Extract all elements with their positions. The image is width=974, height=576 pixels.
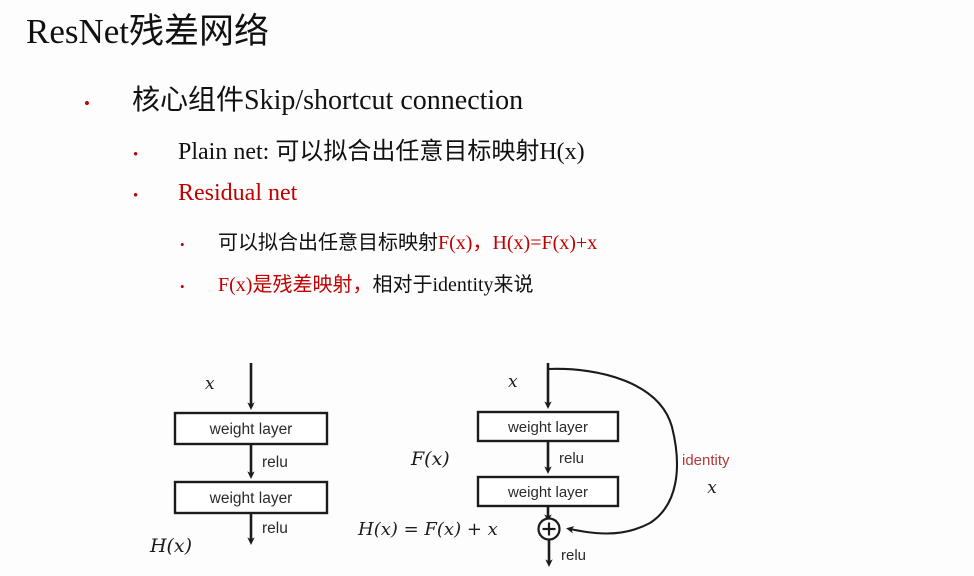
bullet-level3-mapping-segment-red: F(x)，H(x)=F(x)+x: [438, 232, 598, 254]
page-title: ResNet残差网络: [26, 12, 270, 51]
bullet-marker-icon: •: [180, 237, 185, 252]
bullet-level1-label: 核心组件Skip/shortcut connection: [132, 85, 524, 116]
residual-net-relu-1-label: relu: [559, 450, 584, 467]
identity-label: identity: [682, 452, 730, 469]
bullet-marker-icon: •: [84, 94, 90, 113]
identity-skip-connection-arrow: [547, 367, 678, 535]
bullet-marker-icon: •: [133, 147, 139, 163]
residual-net-sum-label: H(x) = F(x) + x: [357, 519, 498, 540]
bullet-level3-mapping-label: 可以拟合出任意目标映射F(x)，H(x)=F(x)+x: [218, 226, 597, 255]
plain-net-diagram: x weight layer relu weight layer relu H(…: [149, 363, 329, 557]
bullet-marker-icon: •: [180, 279, 185, 294]
bullet-level3-mapping: • 可以拟合出任意目标映射F(x)，H(x)=F(x)+x: [180, 226, 597, 255]
residual-net-weight-layer-1-box: [476, 410, 620, 443]
residual-net-diagram: x weight layer relu weight layer F(x): [357, 363, 730, 568]
bullet-level1: • 核心组件Skip/shortcut connection: [84, 78, 523, 118]
residual-net-input-label: x: [508, 372, 518, 392]
bullet-level2-plain-net-label: Plain net: 可以拟合出任意目标映射H(x): [178, 139, 585, 165]
bullet-level2-residual-net: • Residual net: [133, 180, 297, 207]
identity-sub-label: x: [707, 478, 717, 498]
bullet-level3-residual: • F(x)是残差映射，相对于identity来说: [180, 268, 534, 297]
bullet-level2-residual-net-label: Residual net: [178, 180, 298, 206]
plain-net-weight-layer-2-label: weight layer: [209, 490, 293, 507]
bullet-level3-residual-segment-red: F(x)是残差映射，: [218, 274, 373, 296]
plain-net-relu-2-label: relu: [262, 520, 288, 537]
residual-net-relu-out-label: relu: [561, 547, 586, 564]
bullet-marker-icon: •: [133, 188, 139, 204]
bullet-level3-mapping-segment-black: 可以拟合出任意目标映射: [218, 232, 438, 254]
bullet-level3-residual-label: F(x)是残差映射，相对于identity来说: [218, 268, 534, 297]
bullet-level3-residual-segment-black: 相对于identity来说: [372, 274, 534, 296]
plain-net-relu-1-label: relu: [262, 454, 288, 471]
plain-net-output-label: H(x): [149, 535, 192, 557]
resnet-diagram-image: x weight layer relu weight layer relu H(…: [0, 355, 974, 576]
bullet-level2-plain-net: • Plain net: 可以拟合出任意目标映射H(x): [133, 131, 585, 166]
residual-net-weight-layer-1-label: weight layer: [507, 419, 588, 436]
residual-net-function-label: F(x): [410, 448, 450, 470]
plain-net-weight-layer-1-label: weight layer: [209, 421, 293, 438]
plain-net-weight-layer-2-box: [173, 480, 329, 515]
plain-net-input-label: x: [205, 374, 215, 394]
residual-net-weight-layer-2-label: weight layer: [507, 484, 588, 501]
